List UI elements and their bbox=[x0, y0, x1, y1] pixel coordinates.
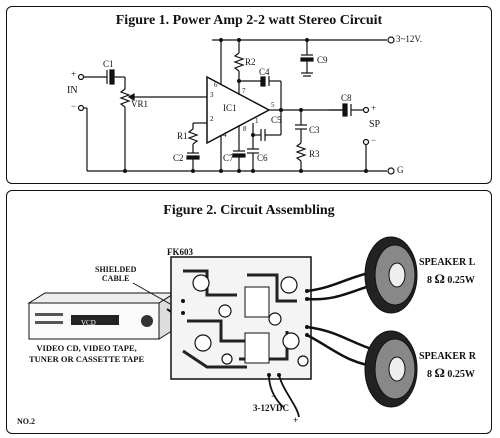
pin5-label: 5 bbox=[271, 101, 275, 109]
pcb-board bbox=[170, 256, 312, 380]
input-label: IN bbox=[67, 85, 78, 96]
speaker-minus-terminal bbox=[362, 138, 370, 146]
ground-label: G bbox=[397, 165, 404, 175]
ground-terminal bbox=[387, 167, 395, 175]
speaker-r-ohms: 8 bbox=[427, 369, 432, 380]
doc-number: NO.2 bbox=[17, 417, 35, 426]
power-label: 3-12VDC bbox=[253, 403, 289, 413]
vr1-resistor bbox=[119, 88, 131, 108]
c1-label: C1 bbox=[103, 59, 114, 69]
c9-label: C9 bbox=[317, 55, 328, 65]
device-knob bbox=[141, 315, 153, 327]
r3-resistor bbox=[295, 142, 307, 162]
speaker-plus-terminal bbox=[362, 106, 370, 114]
power-wire-plus bbox=[278, 374, 300, 418]
pin3-label: 3 bbox=[210, 91, 214, 99]
c6-label: C6 bbox=[257, 153, 268, 163]
source-device bbox=[27, 292, 177, 340]
speaker-r-name: SPEAKER R bbox=[419, 351, 476, 362]
figure1-panel: Figure 1. Power Amp 2-2 watt Stereo Circ… bbox=[6, 6, 492, 184]
device-display bbox=[71, 315, 119, 325]
c5-label: C5 bbox=[271, 115, 282, 125]
output-plus-sign: + bbox=[371, 103, 377, 113]
speaker-l-power: 0.25W bbox=[447, 275, 475, 286]
speaker-r-spec: 8 Ω 0.25W bbox=[427, 365, 475, 381]
supply-terminal bbox=[387, 36, 395, 44]
speaker-r bbox=[364, 330, 418, 408]
ic-right bbox=[244, 332, 270, 364]
supply-label: 3~12V. bbox=[396, 34, 422, 44]
c4-plate bbox=[260, 76, 266, 87]
input-minus-sign: − bbox=[71, 101, 77, 111]
ic1-amplifier bbox=[206, 75, 271, 145]
speaker-r-wire-1 bbox=[306, 325, 378, 353]
figure2-panel: Figure 2. Circuit Assembling bbox=[6, 190, 492, 434]
pin2-label: 2 bbox=[210, 115, 214, 123]
c8-label: C8 bbox=[341, 93, 352, 103]
pin8-label: 8 bbox=[243, 125, 247, 133]
c2-label: C2 bbox=[173, 153, 184, 163]
output-minus-sign: − bbox=[371, 135, 377, 145]
pin4-label: 4 bbox=[223, 131, 227, 139]
c4-label: C4 bbox=[259, 67, 270, 77]
figure1-title: Figure 1. Power Amp 2-2 watt Stereo Circ… bbox=[115, 13, 383, 28]
speaker-l-spec: 8 Ω 0.25W bbox=[427, 271, 475, 287]
speaker-r-power: 0.25W bbox=[447, 369, 475, 380]
r1-label: R1 bbox=[177, 131, 188, 141]
speaker-l bbox=[364, 236, 418, 314]
input-minus-terminal bbox=[77, 104, 85, 112]
power-minus-sign: − bbox=[271, 391, 277, 401]
shielded-cable-label: SHIELDED CABLE bbox=[95, 265, 137, 283]
assembly-drawing bbox=[27, 236, 418, 418]
r3-label: R3 bbox=[309, 149, 320, 159]
speaker-l-name: SPEAKER L bbox=[419, 257, 476, 268]
ic1-label: IC1 bbox=[223, 103, 237, 113]
speaker-l-omega: Ω bbox=[434, 271, 445, 286]
r1-resistor bbox=[187, 128, 199, 145]
c1-plate-2 bbox=[109, 69, 115, 85]
pin1-label: 1 bbox=[255, 117, 259, 125]
c7-label: C7 bbox=[223, 153, 234, 163]
power-plus-sign: + bbox=[293, 415, 299, 425]
source-label: VIDEO CD, VIDEO TAPE, TUNER OR CASSETTE … bbox=[29, 343, 145, 364]
output-label: SP bbox=[369, 119, 381, 130]
device-panel-text: VCD bbox=[81, 319, 96, 327]
pin6-label: 6 bbox=[214, 81, 218, 89]
vr1-label: VR1 bbox=[131, 99, 149, 109]
speaker-r-omega: Ω bbox=[434, 365, 445, 380]
schematic bbox=[77, 36, 395, 175]
input-plus-sign: + bbox=[71, 69, 77, 79]
board-label: FK603 bbox=[167, 247, 193, 257]
power-wire-minus bbox=[268, 374, 284, 408]
figure2-title: Figure 2. Circuit Assembling bbox=[163, 203, 335, 218]
c3-label: C3 bbox=[309, 125, 320, 135]
r2-resistor bbox=[233, 52, 245, 72]
c8-plate bbox=[342, 103, 348, 117]
ic-left bbox=[244, 286, 270, 318]
input-plus-terminal bbox=[77, 73, 85, 81]
pin7-label: 7 bbox=[242, 87, 246, 95]
speaker-l-ohms: 8 bbox=[427, 275, 432, 286]
r2-label: R2 bbox=[245, 57, 256, 67]
